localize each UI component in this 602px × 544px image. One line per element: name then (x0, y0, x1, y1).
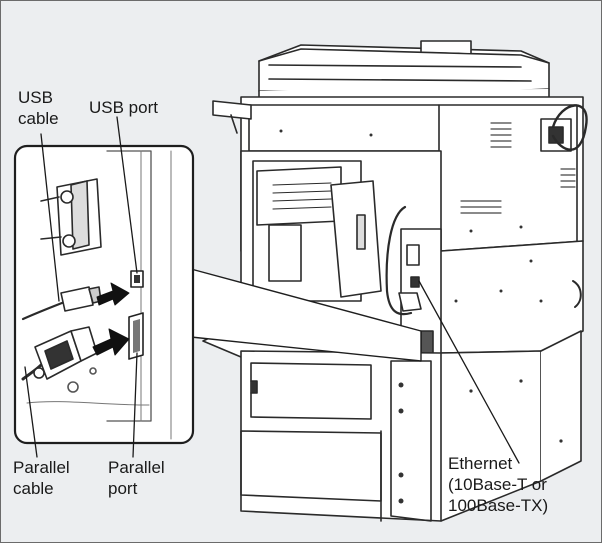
ethernet-label-line2: (10Base-T or (448, 475, 547, 494)
parallel-cable-label: Parallel cable (13, 457, 70, 499)
usb-port-leader (116, 116, 138, 274)
leader-lines (24, 116, 520, 464)
usb-port-label: USB port (89, 97, 158, 118)
ethernet-port-main (410, 276, 420, 288)
usb-port-label-text: USB port (89, 98, 158, 117)
parallel-cable-leader (24, 366, 38, 458)
parallel-cable-label-line2: cable (13, 479, 54, 498)
parallel-port-label-line1: Parallel (108, 458, 165, 477)
usb-insert-arrow (96, 282, 130, 306)
ethernet-label-line1: Ethernet (448, 454, 513, 473)
ethernet-leader (418, 280, 520, 464)
inset-spare-connector (40, 178, 102, 256)
usb-cable-label: USB cable (18, 87, 59, 129)
parallel-insert-arrow (92, 328, 130, 356)
document-feeder (258, 40, 550, 100)
usb-cable-label-line1: USB (18, 88, 53, 107)
usb-cable-leader (40, 133, 60, 302)
parallel-port-label-line2: port (108, 479, 138, 498)
parallel-port-leader (132, 352, 138, 458)
usb-cable-label-line2: cable (18, 109, 59, 128)
parallel-cable-label-line1: Parallel (13, 458, 70, 477)
ethernet-label-line3: 100Base-TX) (448, 496, 549, 515)
parallel-port-label: Parallel port (108, 457, 165, 499)
parallel-cable-illustration (21, 326, 98, 381)
copier-machine (202, 40, 588, 522)
ethernet-label: Ethernet (10Base-T or 100Base-TX) (448, 453, 548, 516)
inset-enlarged-view (13, 144, 195, 445)
